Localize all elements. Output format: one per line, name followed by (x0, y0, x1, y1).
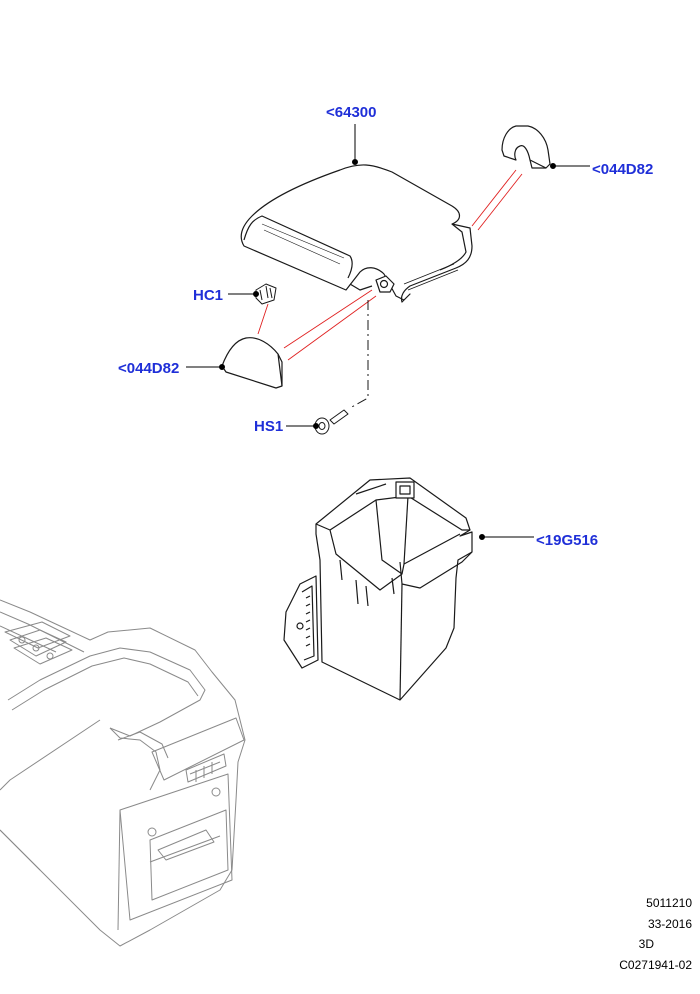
armrest-lid-illustration (240, 164, 473, 303)
callout-end-cap-right[interactable]: <044D82 (592, 161, 654, 178)
footer-ref-2: 33-2016 (647, 917, 692, 931)
end-cap-right-illustration (501, 125, 551, 169)
storage-bin-illustration (283, 477, 473, 701)
clip-illustration (255, 283, 277, 305)
callout-storage-bin[interactable]: <19G516 (536, 532, 599, 549)
callout-clip[interactable]: HC1 (193, 287, 224, 304)
console-context-illustration (0, 599, 246, 947)
screw-axis-line (349, 300, 369, 409)
footer-ref-4: C0271941-02 (619, 958, 692, 972)
footer-ref-1: 5011210 (646, 896, 692, 910)
callout-end-cap-left[interactable]: <044D82 (118, 360, 180, 377)
leader-lines (186, 124, 590, 540)
footer-ref-3: 3D (638, 937, 654, 951)
callout-armrest-lid[interactable]: <64300 (326, 104, 377, 121)
assembly-mating-lines (257, 169, 523, 361)
screw-illustration (314, 409, 349, 435)
callout-screw[interactable]: HS1 (254, 418, 284, 435)
end-cap-left-illustration (221, 337, 283, 389)
